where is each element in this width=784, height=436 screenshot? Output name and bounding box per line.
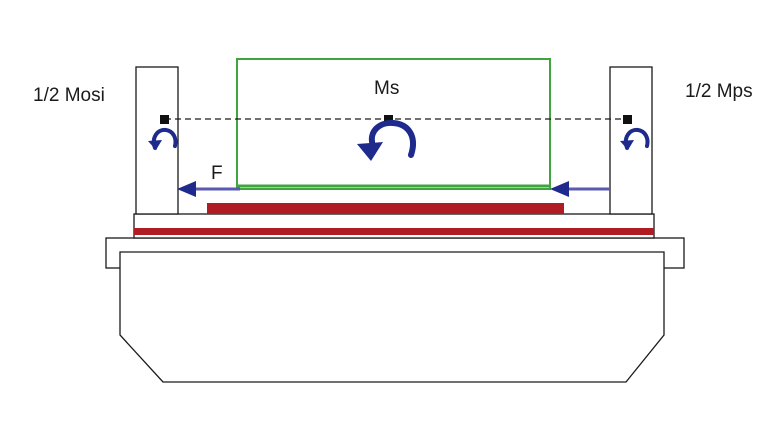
left-force-arrow-icon xyxy=(177,181,240,197)
center-moment-arrow-icon xyxy=(357,119,416,161)
center-moment-label: Ms xyxy=(374,78,400,99)
lower-red-plate xyxy=(134,228,654,235)
right-moment-arrow-icon xyxy=(620,127,650,150)
left-moment-arrow-icon xyxy=(148,127,178,150)
force-label: F xyxy=(211,163,223,184)
right-force-arrow-icon xyxy=(550,181,610,197)
left-center-point xyxy=(160,115,169,124)
base-hull xyxy=(119,251,665,383)
left-moment-label: 1/2 Mosi xyxy=(33,85,105,106)
right-center-point xyxy=(623,115,632,124)
right-moment-label: 1/2 Mps xyxy=(685,81,753,102)
upper-red-plate xyxy=(207,203,564,214)
base-container xyxy=(105,237,685,383)
center-point xyxy=(384,115,393,124)
lower-deck xyxy=(133,213,655,239)
